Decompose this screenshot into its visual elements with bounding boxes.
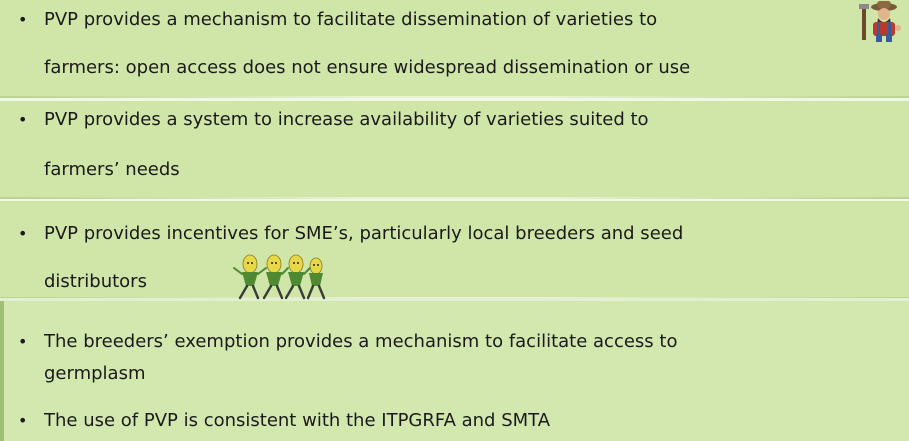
bullet-text: The breeders’ exemption provides a mecha…	[44, 331, 678, 352]
bullet-panel-4	[0, 301, 909, 441]
farmer-clipart-icon	[859, 1, 901, 42]
bullet-panel-2	[0, 101, 909, 199]
bullet-text: PVP provides a system to increase availa…	[44, 109, 649, 130]
bullet-text: farmers: open access does not ensure wid…	[44, 57, 691, 78]
bullet-panel-1	[0, 0, 909, 98]
bullet-text: germplasm	[44, 363, 146, 384]
bullet-marker: •	[18, 411, 28, 430]
bullet-marker: •	[18, 332, 28, 351]
bullet-marker: •	[18, 224, 28, 243]
bullet-marker: •	[18, 110, 28, 129]
bullet-text: distributors	[44, 271, 147, 292]
panel-separator	[0, 98, 909, 101]
panel-left-edge	[0, 301, 4, 441]
bullet-text: farmers’ needs	[44, 159, 180, 180]
bullet-text: The use of PVP is consistent with the IT…	[44, 410, 551, 431]
bullet-text: PVP provides a mechanism to facilitate d…	[44, 9, 658, 30]
bullet-panel-3	[0, 201, 909, 299]
dancing-corn-clipart-icon	[233, 254, 326, 300]
panel-separator	[0, 298, 909, 301]
bullet-marker: •	[18, 10, 28, 29]
panel-separator	[0, 199, 909, 202]
bullet-text: PVP provides incentives for SME’s, parti…	[44, 223, 684, 244]
